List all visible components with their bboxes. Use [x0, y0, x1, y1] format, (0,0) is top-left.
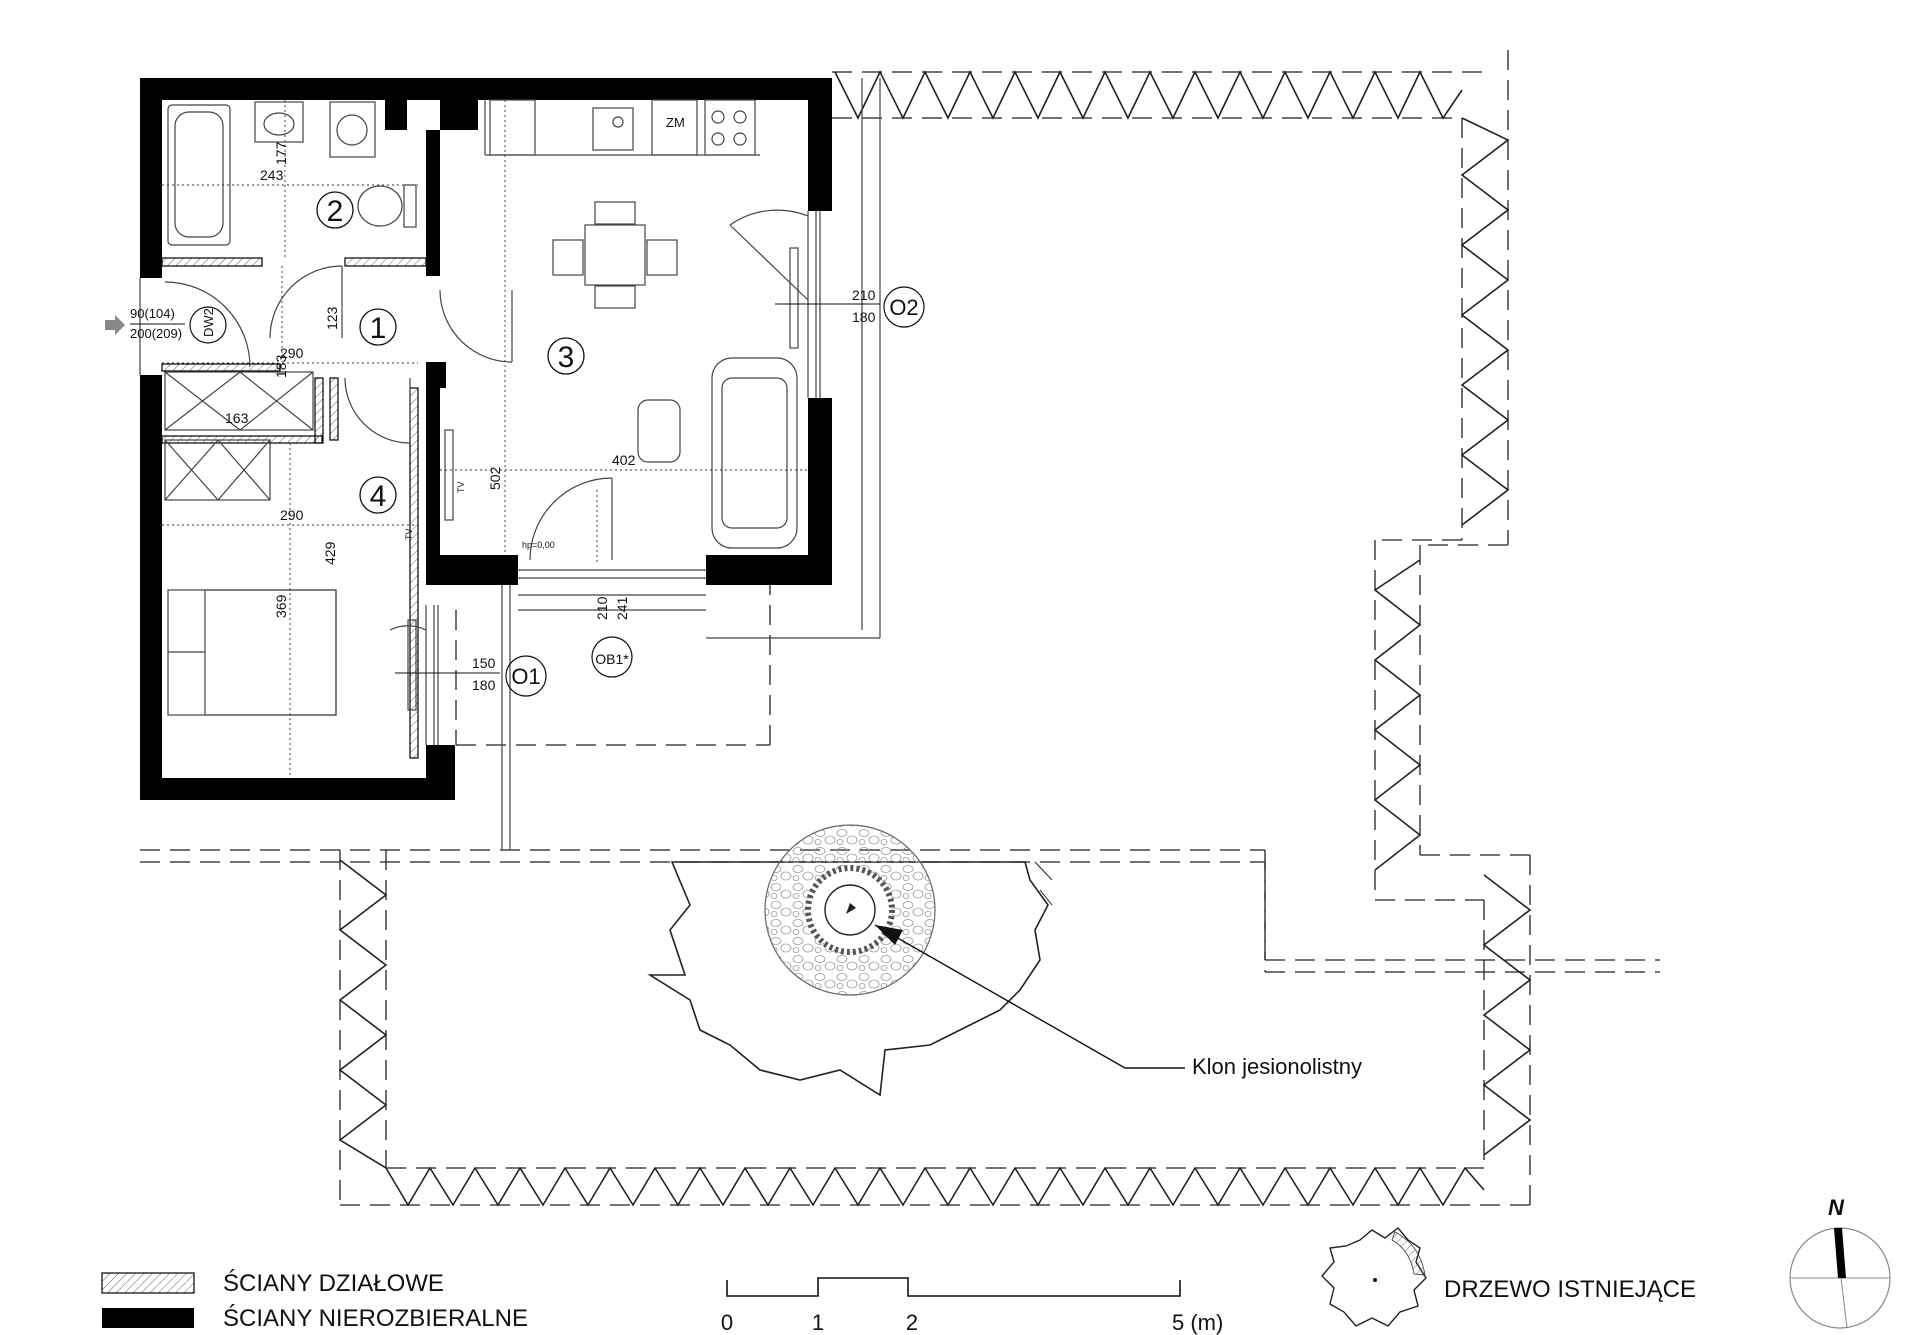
hedge-zigzag	[338, 70, 1532, 1207]
north-arrow: N	[1789, 1195, 1891, 1329]
existing-tree-symbol: DRZEWO ISTNIEJĄCE	[1321, 1227, 1696, 1327]
window-o2-tag: O2	[889, 295, 918, 320]
tv-label-bedroom: TV	[404, 528, 414, 540]
fixture-labels: ZM TV TV hp=0,00	[404, 115, 685, 550]
kitchen-fixtures	[167, 99, 799, 716]
scale-tick-5: 5 (m)	[1172, 1310, 1223, 1335]
scale-labels: 0 1 2 5 (m)	[721, 1310, 1223, 1335]
tree-leader: Klon jesionolistny	[874, 924, 1362, 1079]
tree-trunk	[764, 824, 936, 996]
dim-bedroom-width: 290	[280, 507, 304, 523]
dim-closet-width: 163	[225, 410, 249, 426]
legend-partition-label: ŚCIANY DZIAŁOWE	[223, 1269, 444, 1297]
legend: ŚCIANY DZIAŁOWE ŚCIANY NIEROZBIERALNE	[101, 1269, 528, 1332]
openings	[139, 78, 881, 850]
dim-balcony-door-sill: 241	[614, 596, 630, 620]
entry-door-tag: DW2	[201, 308, 216, 337]
dim-hall-upper: 183	[273, 354, 289, 378]
dim-living-width: 402	[612, 452, 636, 468]
opening-tags: 90(104) 200(209) DW2 210 180 O2 150 180 …	[130, 286, 925, 697]
window-o1-tag: O1	[511, 664, 540, 689]
dim-bath-height: 177	[273, 141, 289, 165]
legend-bearing-label: ŚCIANY NIEROZBIERALNE	[223, 1304, 528, 1332]
dim-hall-width: 290	[280, 345, 304, 361]
room-number-4: 4	[370, 480, 387, 513]
window-o1-height: 180	[472, 677, 496, 693]
dim-bed-area: 369	[273, 594, 289, 618]
stove-label: ZM	[666, 115, 685, 130]
balcony-door-tag: OB1*	[595, 651, 629, 667]
tree-crown	[647, 861, 1053, 1097]
dim-bedroom-depth: 429	[322, 541, 338, 565]
dim-balcony-door-width: 210	[594, 596, 610, 620]
window-o2-height: 180	[852, 309, 876, 325]
scale-tick-1: 1	[812, 1310, 824, 1335]
existing-tree-label: DRZEWO ISTNIEJĄCE	[1444, 1276, 1696, 1303]
entrance-arrow	[105, 315, 125, 335]
room-number-3: 3	[558, 341, 575, 374]
dimension-labels: 177 243 123 290 183 163 290 429 369 502 …	[225, 141, 636, 620]
window-o1-width: 150	[472, 655, 496, 671]
room-number-2: 2	[327, 195, 344, 228]
legend-partition-swatch	[101, 1272, 195, 1294]
tree-label: Klon jesionolistny	[1192, 1054, 1362, 1079]
load-bearing-walls	[140, 78, 832, 800]
dim-living-depth: 502	[487, 466, 503, 490]
north-label: N	[1828, 1195, 1845, 1220]
scale-tick-2: 2	[906, 1310, 918, 1335]
sill-label: hp=0,00	[522, 540, 555, 550]
entry-door-size-top: 90(104)	[130, 306, 175, 321]
legend-bearing-swatch	[102, 1308, 194, 1328]
entry-door-size-bottom: 200(209)	[130, 326, 182, 341]
scale-bar	[726, 1277, 1181, 1297]
tv-label-living: TV	[456, 481, 466, 493]
dim-hall-height: 123	[324, 306, 340, 330]
dim-bath-width: 243	[260, 167, 284, 183]
room-numbers: 2 1 3 4	[316, 191, 585, 514]
room-number-1: 1	[370, 312, 387, 345]
bathroom-fixtures	[164, 101, 417, 501]
window-o2-width: 210	[852, 287, 876, 303]
dimension-lines	[162, 100, 808, 778]
scale-tick-0: 0	[721, 1310, 733, 1335]
terrace-outline	[140, 50, 1660, 1215]
